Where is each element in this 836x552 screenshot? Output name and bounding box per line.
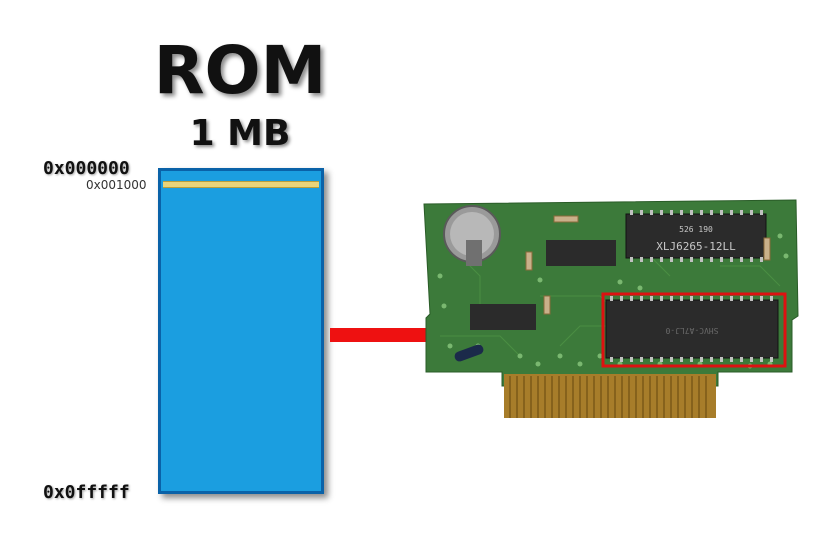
rom-size-label: 1 MB xyxy=(189,113,291,154)
rom-chip-highlight xyxy=(601,292,787,368)
header-region-band xyxy=(163,181,319,188)
start-address-label: 0x000000 xyxy=(43,158,130,179)
rom-chip-label: SHVC-A7LJ-0 xyxy=(665,326,718,335)
end-address-label: 0x0fffff xyxy=(43,482,130,503)
cartridge-pcb-photo: 526 190 XLJ6265-12LL SHVC-A7LJ-0 xyxy=(423,199,799,418)
rom-memory-block xyxy=(158,168,324,494)
rom-title: ROM xyxy=(153,32,327,109)
sram-chip-label: XLJ6265-12LL xyxy=(656,240,736,253)
marker-address-label: 0x001000 xyxy=(86,178,147,192)
sram-code-label: 526 190 xyxy=(679,225,713,234)
